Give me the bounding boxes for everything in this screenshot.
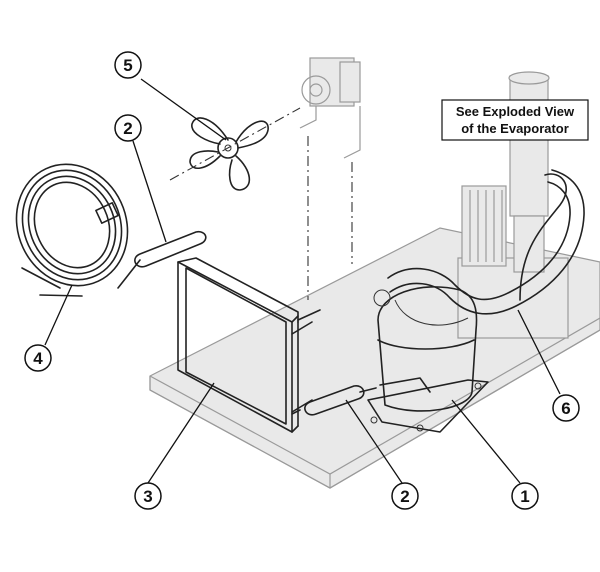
callout-1: 1	[511, 482, 539, 510]
note-line-2: of the Evaporator	[461, 121, 569, 136]
callout-2-lower: 2	[391, 482, 419, 510]
callout-5: 5	[114, 51, 142, 79]
svg-text:1: 1	[520, 487, 529, 506]
compressor	[367, 286, 489, 433]
condenser	[177, 257, 321, 433]
fan-motor	[299, 57, 361, 300]
svg-text:2: 2	[400, 487, 409, 506]
coil-tubing	[15, 163, 129, 297]
evaporator-note: See Exploded View of the Evaporator	[441, 99, 589, 141]
callout-6: 6	[552, 394, 580, 422]
motor-fins-icon	[469, 190, 503, 262]
callout-4: 4	[24, 344, 52, 372]
svg-text:5: 5	[123, 56, 132, 75]
svg-text:2: 2	[123, 119, 132, 138]
svg-text:3: 3	[143, 487, 152, 506]
note-line-1: See Exploded View	[456, 104, 575, 119]
filter-drier-lower	[291, 385, 377, 416]
svg-text:4: 4	[33, 349, 43, 368]
leader-lines	[44, 78, 561, 484]
suction-line	[387, 169, 585, 315]
callout-3: 3	[134, 482, 162, 510]
filter-drier-upper	[117, 230, 207, 289]
fan-blade	[169, 107, 301, 191]
callout-2-upper: 2	[114, 114, 142, 142]
svg-text:6: 6	[561, 399, 570, 418]
